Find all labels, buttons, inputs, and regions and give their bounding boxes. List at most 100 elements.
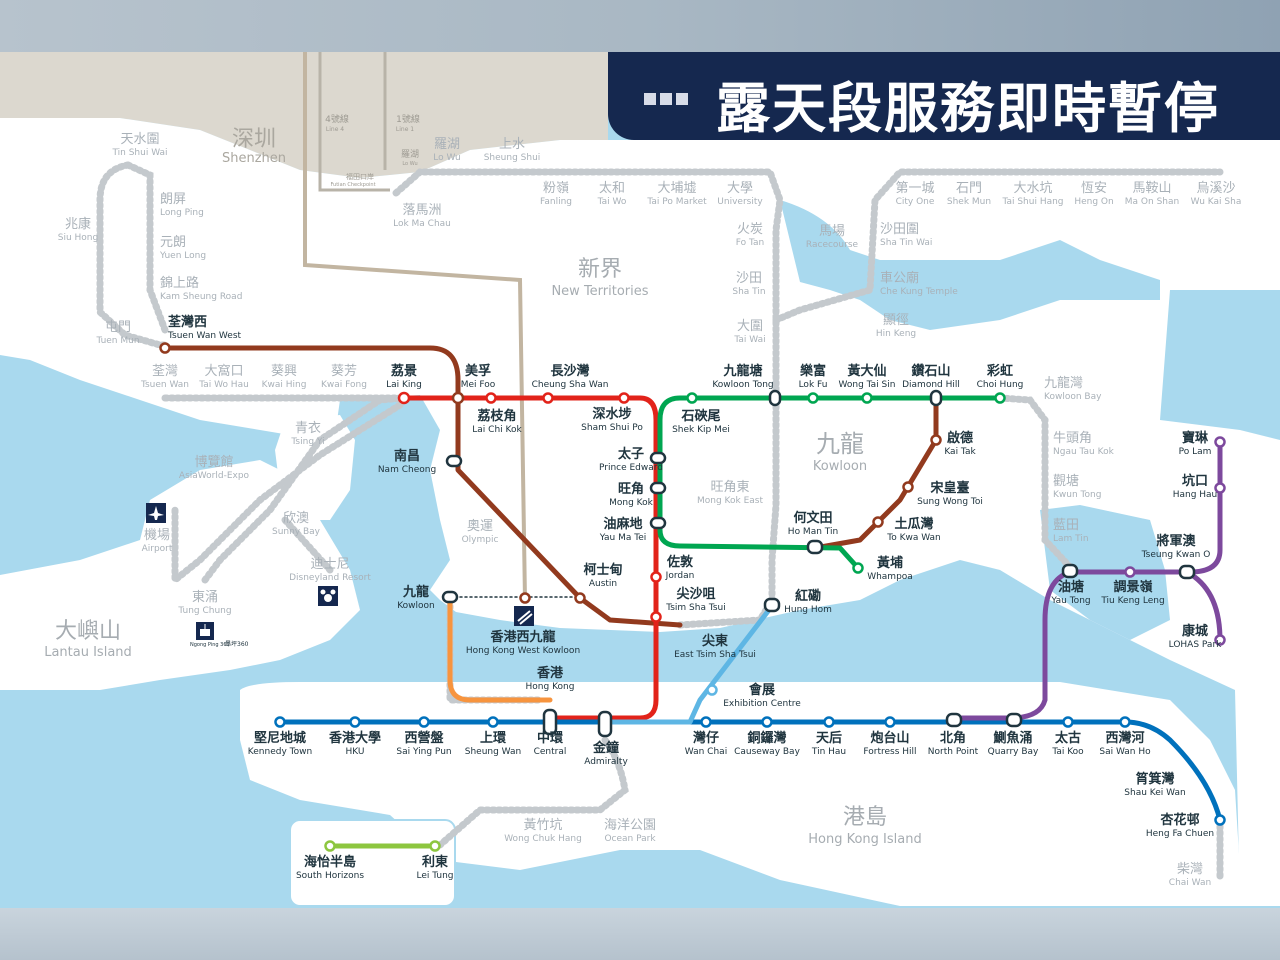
station-marker[interactable] — [441, 590, 459, 604]
station-marker[interactable] — [768, 389, 782, 407]
station-marker[interactable] — [686, 392, 698, 404]
station-marker[interactable] — [649, 516, 667, 530]
station-marker[interactable] — [485, 392, 497, 404]
station-marker[interactable] — [1178, 564, 1196, 580]
station-marker[interactable] — [650, 571, 662, 583]
station-marker[interactable] — [929, 389, 943, 407]
station-marker[interactable] — [649, 451, 667, 465]
station-marker[interactable] — [823, 716, 835, 728]
station-marker[interactable] — [597, 710, 613, 738]
station-marker[interactable] — [542, 708, 558, 736]
station-marker[interactable] — [418, 716, 430, 728]
station-marker[interactable] — [519, 592, 531, 604]
station-marker[interactable] — [1214, 482, 1226, 494]
station-marker[interactable] — [994, 392, 1006, 404]
station-marker[interactable] — [761, 716, 773, 728]
station-marker[interactable] — [1124, 566, 1136, 578]
station-marker[interactable] — [429, 840, 441, 852]
station-marker[interactable] — [852, 562, 864, 574]
station-marker[interactable] — [902, 481, 914, 493]
station-marker[interactable] — [706, 684, 718, 696]
station-marker[interactable] — [872, 516, 884, 528]
station-marker[interactable] — [807, 392, 819, 404]
station-marker[interactable] — [763, 597, 781, 613]
station-marker[interactable] — [159, 342, 171, 354]
station-marker[interactable] — [1062, 716, 1074, 728]
station-marker[interactable] — [349, 716, 361, 728]
station-marker[interactable] — [574, 592, 586, 604]
station-marker[interactable] — [861, 392, 873, 404]
station-marker[interactable] — [700, 716, 712, 728]
station-marker[interactable] — [274, 716, 286, 728]
station-marker[interactable] — [1061, 563, 1079, 579]
